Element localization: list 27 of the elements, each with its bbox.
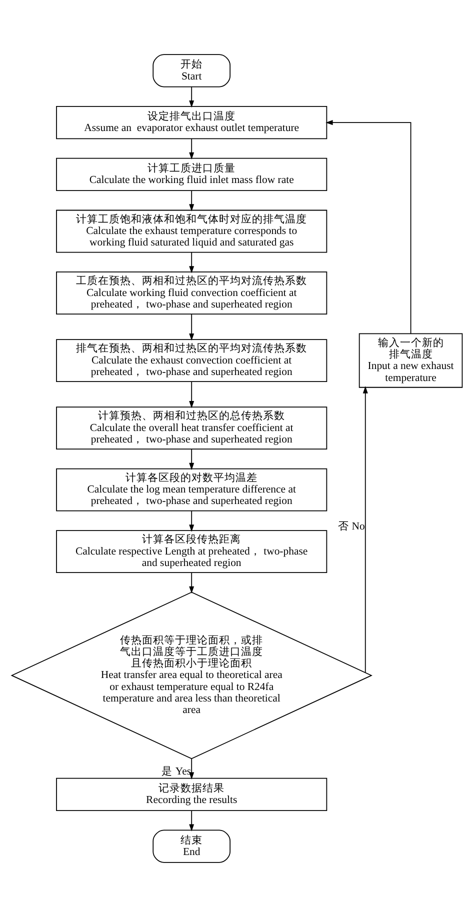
arrow [189,86,194,108]
arrow [189,252,194,273]
arrow [189,313,194,340]
arrow [189,810,194,831]
arrow [189,572,194,593]
node-box: 计算各区段传热距离 Calculate respective Length at preheated， two-phase and superheated region [56,530,328,573]
arrow [326,120,412,334]
arrow [362,386,368,672]
node-box: 记录数据结果 Recording the results [56,777,328,810]
node-box: 工质在预热、两相和过热区的平均对流传热系数 Calculate working fluid convection coefficient at preheated， two-phase and superheated region [56,271,328,314]
node-box: 设定排气出口温度 Assume an evaporator exhaust outlet temperature [56,106,328,139]
node-box: 开始 Start [152,54,231,87]
node-box: 输入一个新的排气温度 Input a new exhaust temperature [358,332,463,388]
edge-label: 否 No [338,520,365,532]
arrow [189,138,194,160]
arrow [189,380,194,408]
edge-label: 是 Yes [162,764,192,777]
node-box: 计算预热、两相和过热区的总传热系数 Calculate the overall heat transfer coefficient at preheated， two-phase and superheated region [56,406,328,450]
node-box: 计算工质饱和液体和饱和气体时对应的排气温度 Calculate the exhaust temperature corresponds to working fluid saturated liquid and saturated gas [56,209,328,252]
node-diamond: 传热面积等于理论面积，或排气出口温度等于工质进口温度且传热面积小于理论面积 Heat transfer area equal to theoretical area or exhaust temperature equal to R24fa temperature and area less than theoretical area [10,591,372,759]
node-box: 计算各区段的对数平均温差 Calculate the log mean temperature difference at preheated， two-phase and superheated region [56,468,328,511]
arrow [189,190,194,211]
node-box: 结束 End [152,829,231,862]
arrow [189,448,194,470]
arrow [189,510,194,532]
node-box: 计算工质进口质量 Calculate the working fluid inlet mass flow rate [56,157,328,190]
node-box: 排气在预热、两相和过热区的平均对流传热系数 Calculate the exhaust convection coefficient at preheated， two-phase and superheated region [56,338,328,382]
